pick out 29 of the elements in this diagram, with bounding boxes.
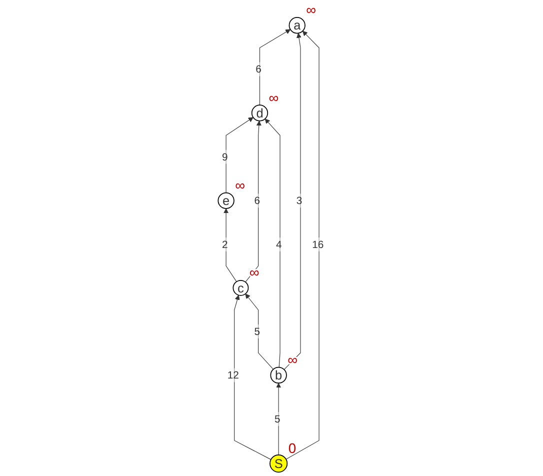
edge-label: 5 (254, 326, 260, 338)
arrow (245, 294, 274, 370)
arrow (226, 117, 254, 194)
distance-label: ∞ (235, 176, 246, 193)
edge-label: 6 (256, 64, 262, 76)
node-circle: d (251, 104, 268, 122)
arrow (224, 208, 237, 282)
edge-label: 2 (222, 240, 228, 251)
distance-label: ∞ (306, 2, 316, 18)
edge-label: 9 (222, 152, 228, 164)
edge-label: 16 (312, 240, 324, 251)
arrow (276, 382, 282, 456)
node-circle: c (232, 280, 249, 296)
edge-label: 3 (296, 196, 302, 208)
arrow (286, 30, 320, 460)
node-circle: S (270, 454, 288, 473)
edge-label: 6 (254, 196, 260, 208)
edge-label: 5 (274, 414, 280, 426)
node-circle: e (218, 192, 234, 209)
arrow (234, 294, 272, 460)
arrow (259, 29, 291, 106)
distance-label: 0 (288, 440, 296, 456)
node-circle: a (288, 17, 306, 34)
arrow (264, 118, 280, 368)
distance-label: ∞ (268, 89, 279, 106)
node-circle: b (270, 366, 287, 384)
edge-label: 12 (227, 370, 239, 382)
edge-label: 4 (276, 240, 282, 251)
arrow (284, 32, 302, 370)
